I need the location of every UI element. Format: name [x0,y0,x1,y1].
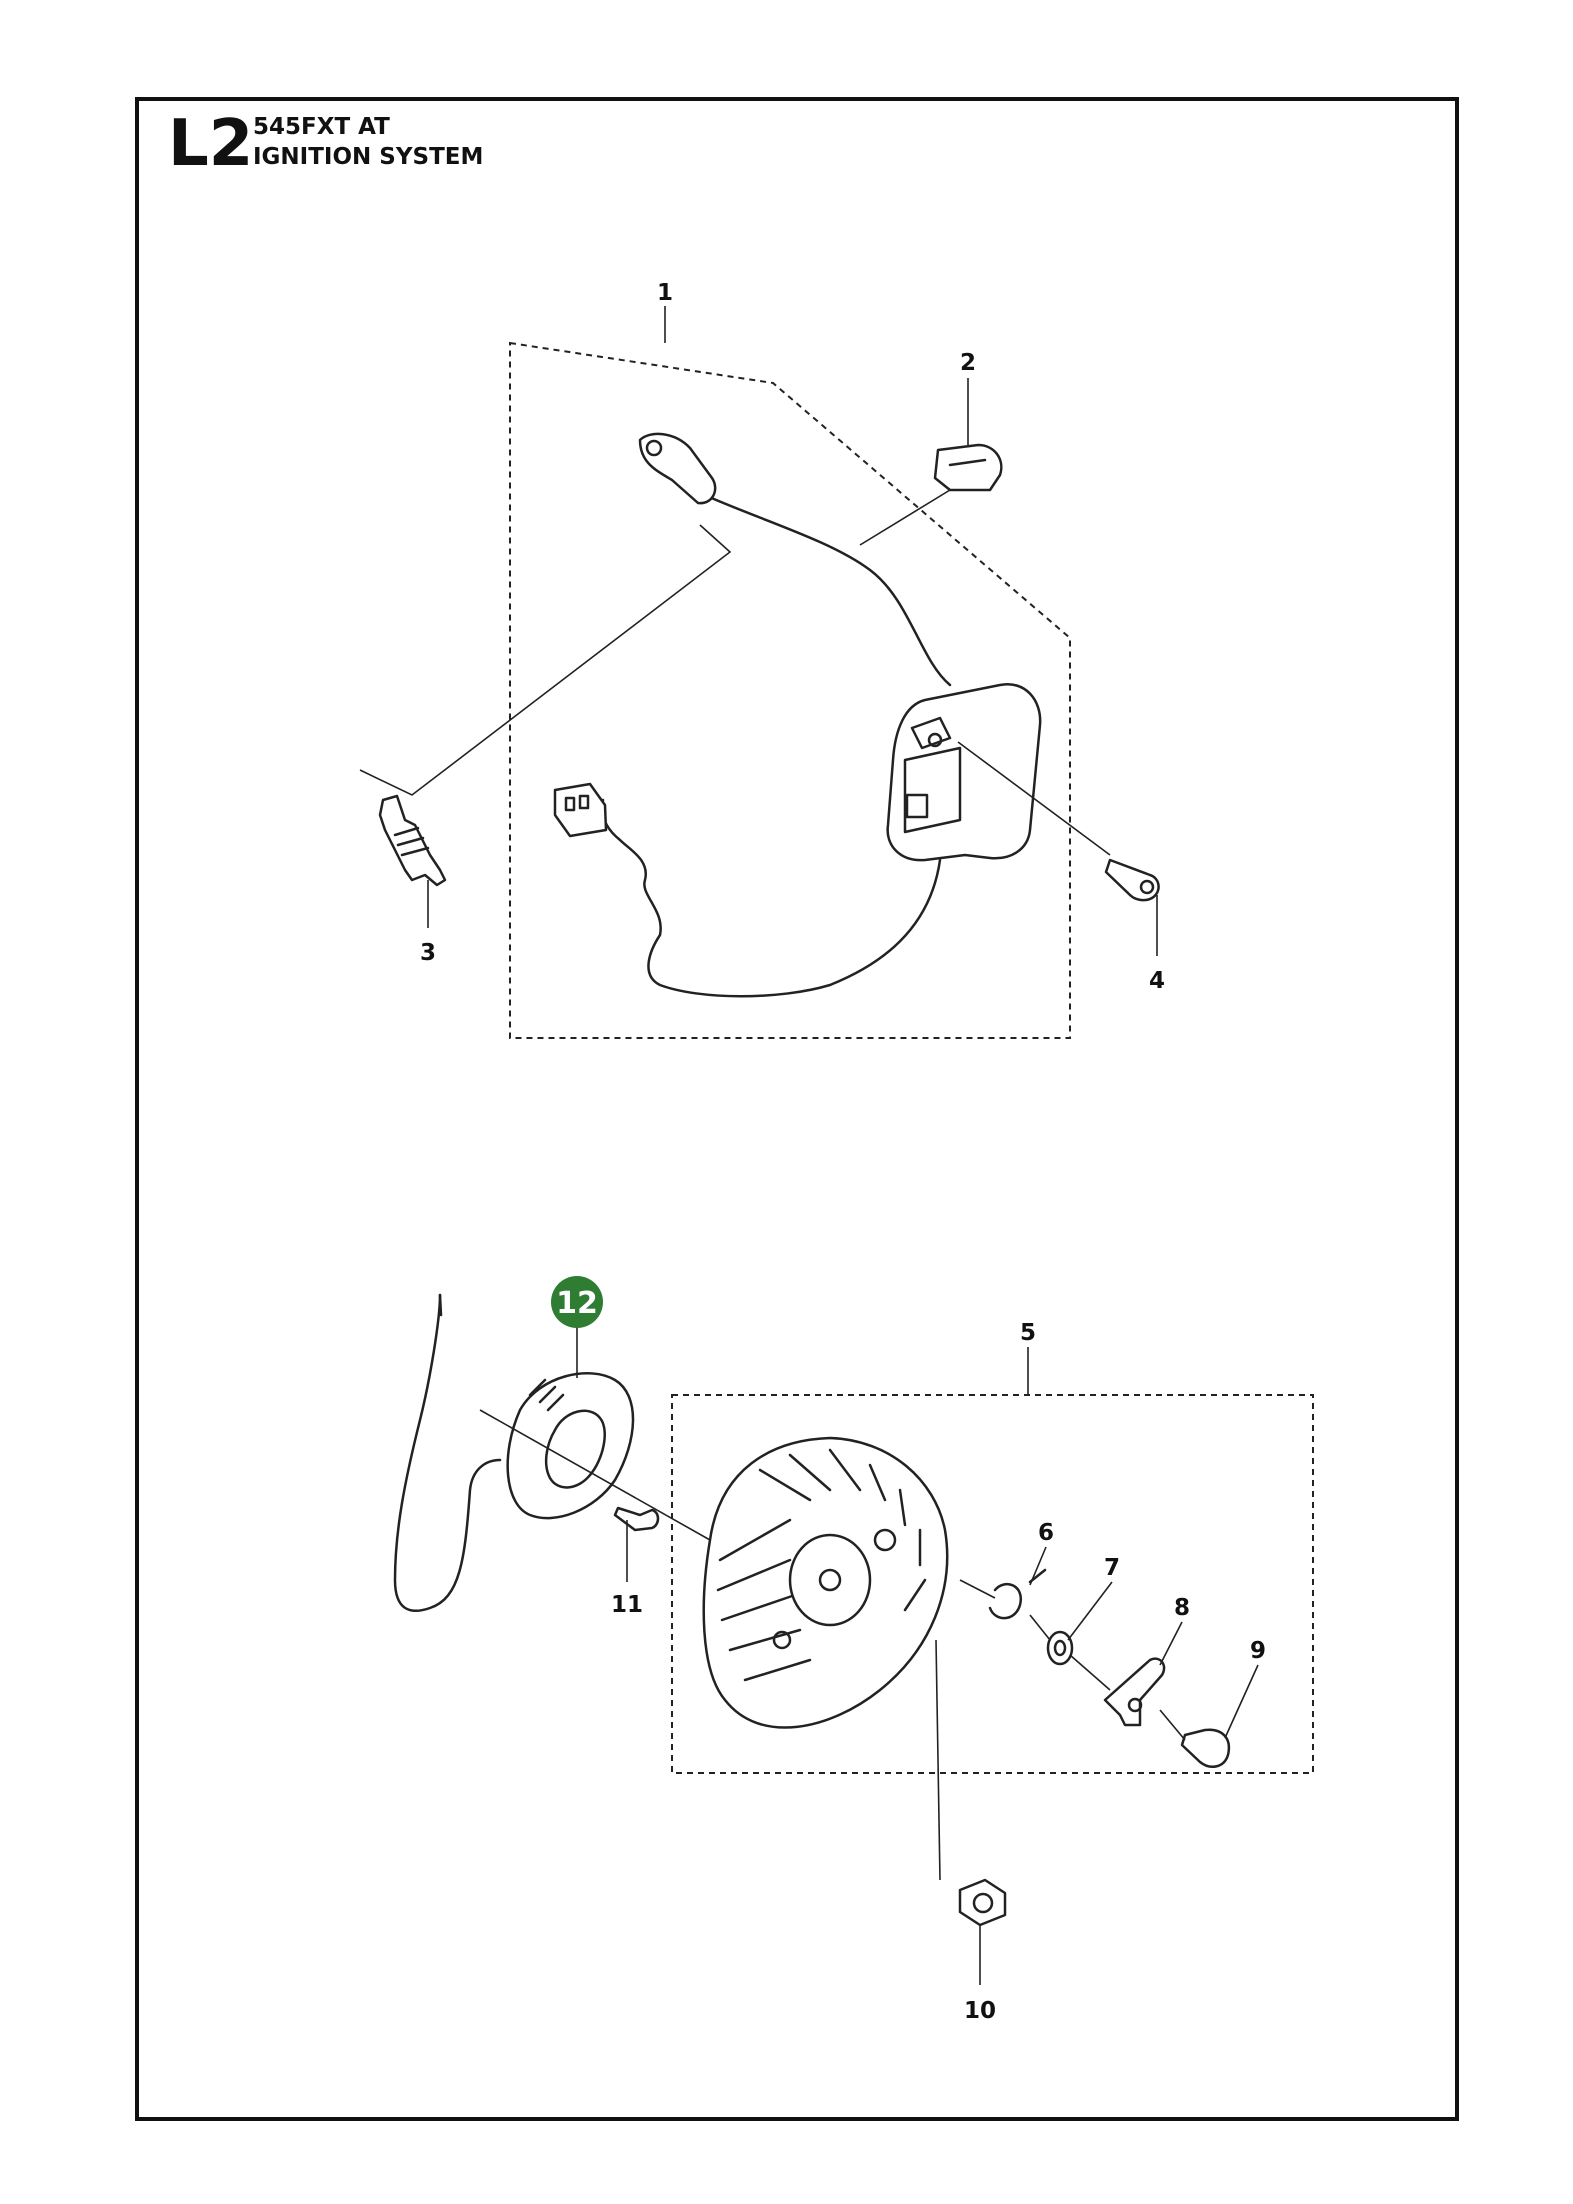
highlight-badge-label[interactable]: 12 [556,1286,598,1321]
trigger-coil-ring-inner [544,1409,606,1489]
callout-9: 9 [1250,1638,1266,1664]
spark-plug-cap [638,432,717,505]
ignition-cable [698,491,952,687]
connector-pin-2 [578,794,590,810]
module-mount-hole [927,732,943,748]
wire-connector [553,782,608,838]
cap-eyelet [645,439,663,457]
callout-2: 2 [960,350,976,376]
callout-3: 3 [420,940,436,966]
callout-6: 6 [1038,1520,1054,1546]
callout-1: 1 [657,280,673,306]
ignition-module [886,682,1042,862]
clip-slot [948,458,987,467]
nut-bore [972,1892,994,1914]
pawl-hole [1127,1697,1143,1713]
pawl-screw [1180,1728,1231,1768]
leader-10 [935,1639,981,1985]
sensor-wire [393,1293,502,1612]
callout-4: 4 [1149,968,1165,994]
flywheel-hub [788,1533,872,1627]
sensor-wire-tip [438,1293,443,1317]
leader-7 [1029,1581,1113,1641]
connector-pin-1 [564,796,576,812]
section-code: L2 [168,107,254,181]
flywheel-bore [818,1568,842,1592]
leader-8 [1069,1621,1183,1691]
screw-head-socket [1139,879,1155,895]
model-name: 545FXT AT [253,114,390,140]
cable-clip [933,443,1003,492]
coil-windings [528,1378,565,1412]
highlight-badge[interactable] [551,1276,603,1328]
section-title: IGNITION SYSTEM [253,144,484,170]
group-outline-ignition-module [509,341,1071,1039]
leader-9 [1159,1664,1259,1741]
callout-10: 10 [964,1998,996,2024]
spring-clip [988,1568,1047,1620]
diagram-frame [135,97,1459,2121]
callout-5: 5 [1020,1320,1036,1346]
group-outline-flywheel [671,1394,1314,1774]
module-terminal [905,793,929,819]
flywheel-boss [873,1528,897,1552]
module-core [903,746,962,834]
callout-7: 7 [1104,1555,1120,1581]
axis-line [479,1409,711,1541]
leader-3 [359,524,732,928]
flywheel-magnet [772,1630,792,1650]
coil-screw [613,1506,660,1532]
flywheel-fins [716,1448,927,1682]
spark-plug-hex [393,826,430,857]
callout-11: 11 [611,1592,643,1618]
leader-2 [859,378,969,546]
washer-hole [1053,1639,1067,1657]
module-screw [1104,858,1160,902]
leader-6 [959,1546,1047,1599]
starter-pawl [1103,1657,1166,1727]
flywheel-nut [958,1878,1007,1927]
leader-4 [957,741,1158,956]
callout-8: 8 [1174,1595,1190,1621]
kill-switch-wire [601,798,942,998]
washer [1046,1630,1074,1666]
